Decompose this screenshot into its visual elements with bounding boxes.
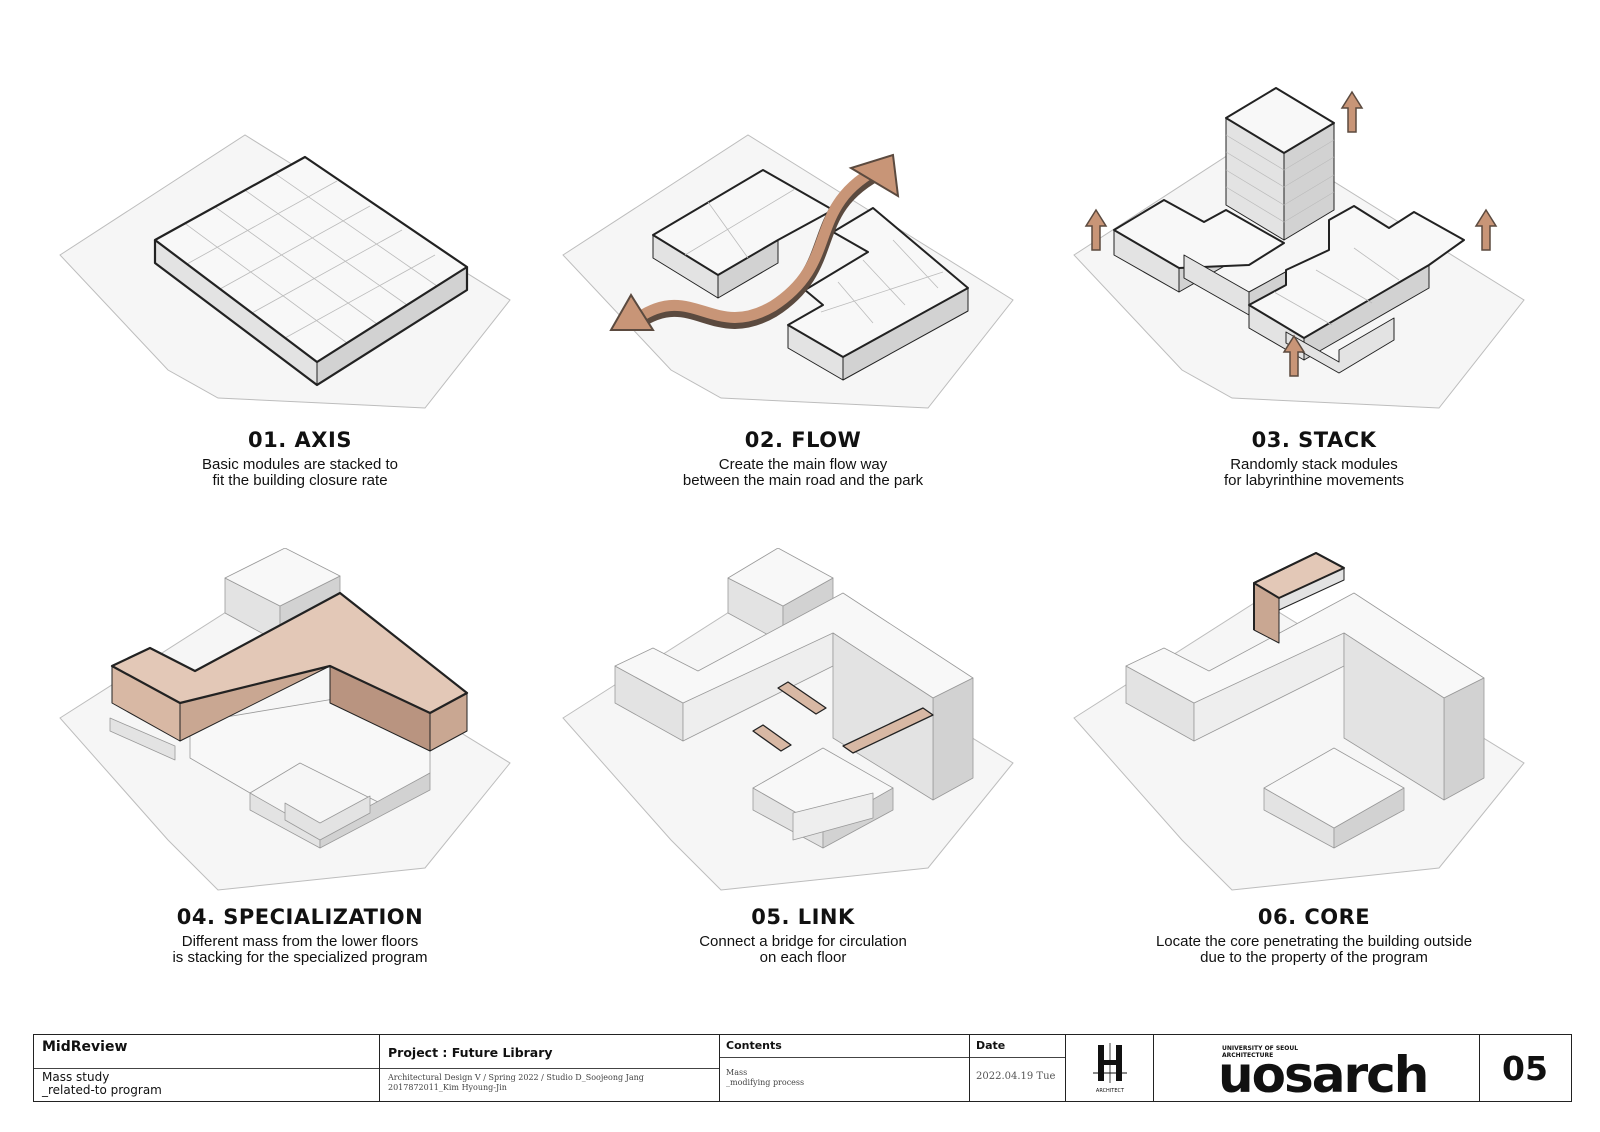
contents-line: Mass — [726, 1068, 748, 1077]
up-arrow-icon — [1474, 208, 1498, 251]
architect-logo-icon — [1093, 1043, 1127, 1083]
description-line: for labyrinthine movements — [1223, 472, 1405, 489]
panel-description: Randomly stack modules for labyrinthine … — [1054, 457, 1574, 489]
architect-logo-caption: ARCHITECT — [1095, 1088, 1125, 1094]
specialization-diagram — [59, 548, 511, 891]
date-label: Date — [976, 1039, 1006, 1052]
review-title: MidReview — [42, 1039, 128, 1055]
link-diagram — [562, 548, 1014, 891]
project-title: Project : Future Library — [388, 1045, 553, 1060]
panel-description: Create the main flow way between the mai… — [543, 457, 1063, 489]
date-value: 2022.04.19 Tue — [976, 1071, 1056, 1082]
course-line: Architectural Design V / Spring 2022 / S… — [388, 1073, 644, 1082]
panel-title: 03. STACK — [1251, 428, 1377, 452]
title-block: MidReview Mass study _related-to program… — [33, 1034, 1572, 1104]
up-arrow-icon — [1282, 334, 1306, 377]
module-block-left — [652, 169, 834, 299]
date-cell: Date 2022.04.19 Tue — [970, 1035, 1066, 1101]
core-diagram — [1073, 552, 1525, 891]
subject-line: _related-to program — [42, 1083, 162, 1097]
description-line: Locate the core penetrating the building… — [1155, 933, 1473, 950]
panel-title: 02. FLOW — [744, 428, 862, 452]
panel-description: Basic modules are stacked to fit the bui… — [40, 457, 560, 489]
up-arrow-icon — [1084, 208, 1108, 251]
subject-line: Mass study — [42, 1070, 110, 1084]
stack-diagram — [1073, 87, 1525, 409]
description-line: on each floor — [759, 949, 847, 966]
bridge — [777, 681, 827, 715]
bridge — [842, 707, 934, 754]
description-line: Create the main flow way — [718, 456, 888, 473]
description-line: is stacking for the specialized program — [172, 949, 428, 966]
brand-wordmark: uosarch — [1218, 1046, 1429, 1104]
flow-diagram — [562, 134, 1014, 409]
description-line: Different mass from the lower floors — [181, 933, 419, 950]
panel-description: Locate the core penetrating the building… — [1054, 934, 1574, 966]
contents-cell: Contents Mass _modifying process — [720, 1035, 970, 1101]
description-line: fit the building closure rate — [212, 472, 388, 489]
description-line: Basic modules are stacked to — [202, 456, 398, 473]
panel-description: Connect a bridge for circulation on each… — [543, 934, 1063, 966]
subject-text: Mass study _related-to program — [42, 1071, 162, 1097]
description-line: Randomly stack modules — [1230, 456, 1398, 473]
stack-arrows — [1084, 90, 1498, 377]
flow-arrow — [609, 153, 900, 331]
building-mass — [614, 548, 974, 849]
architect-logo-cell: ARCHITECT — [1066, 1035, 1154, 1101]
core-mass — [1253, 552, 1345, 644]
student-line: 2017872011_Kim Hyoung-Jin — [388, 1083, 507, 1092]
building-mass — [1125, 592, 1485, 849]
specialized-mass — [110, 591, 469, 752]
university-line: ARCHITECTURE — [1222, 1052, 1274, 1059]
course-info: Architectural Design V / Spring 2022 / S… — [388, 1073, 644, 1093]
panel-title: 06. CORE — [1257, 905, 1371, 929]
page-number: 05 — [1502, 1049, 1548, 1088]
bridge — [752, 724, 792, 752]
university-name: UNIVERSITY OF SEOUL ARCHITECTURE — [1222, 1045, 1298, 1059]
panel-title: 04. SPECIALIZATION — [176, 905, 424, 929]
panel-title: 05. LINK — [751, 905, 855, 929]
bridges — [752, 681, 934, 754]
contents-value: Mass _modifying process — [726, 1068, 804, 1088]
description-line: Connect a bridge for circulation — [699, 933, 907, 950]
project-cell: Project : Future Library Architectural D… — [380, 1035, 720, 1101]
modules-right — [1248, 205, 1465, 374]
tower-stack — [1225, 87, 1335, 241]
university-cell: UNIVERSITY OF SEOUL ARCHITECTURE uosarch — [1154, 1035, 1480, 1104]
up-arrow-icon — [1340, 90, 1364, 133]
contents-line: _modifying process — [726, 1078, 805, 1087]
description-line: due to the property of the program — [1200, 949, 1428, 966]
axis-diagram — [59, 134, 511, 409]
page-number-cell: 05 — [1480, 1035, 1570, 1101]
university-line: UNIVERSITY OF SEOUL — [1222, 1045, 1299, 1052]
description-line: between the main road and the park — [682, 472, 924, 489]
contents-label: Contents — [726, 1039, 782, 1052]
panel-title: 01. AXIS — [248, 428, 352, 452]
panel-description: Different mass from the lower floors is … — [40, 934, 560, 966]
review-cell: MidReview Mass study _related-to program — [34, 1035, 380, 1101]
module-slab — [153, 155, 469, 387]
